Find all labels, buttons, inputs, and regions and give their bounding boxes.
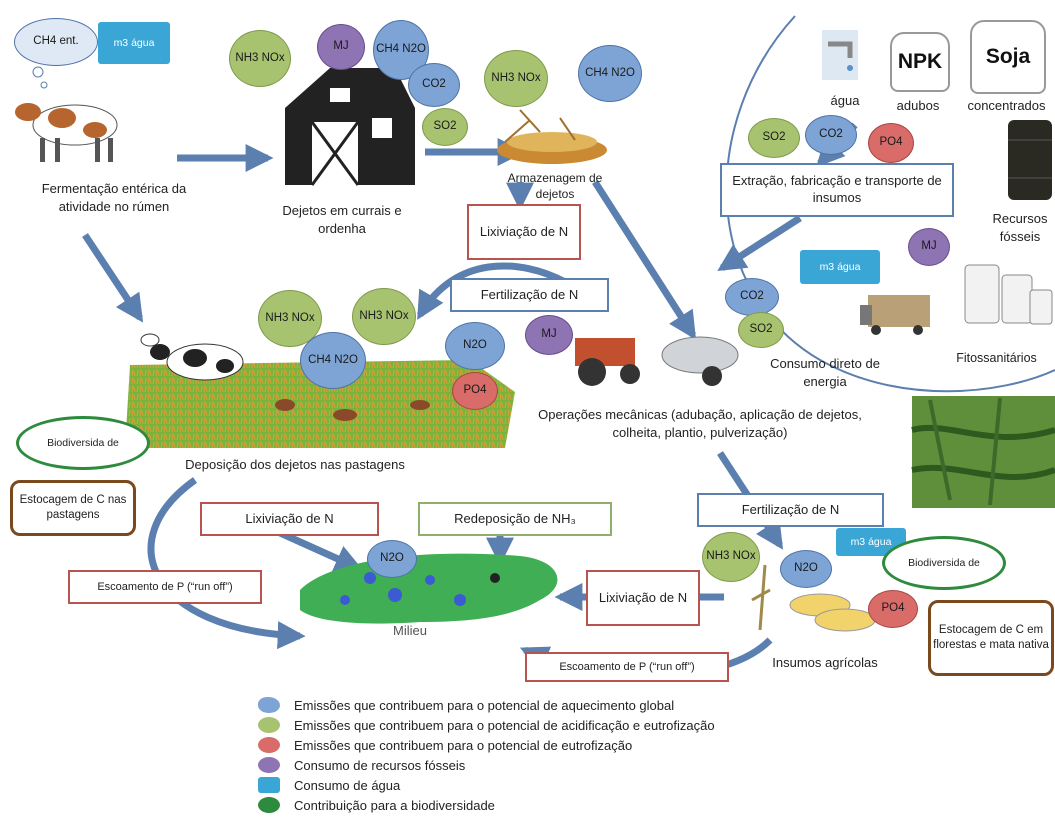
legend-label: Consumo de recursos fósseis: [294, 757, 466, 773]
legend-item: Consumo de água: [258, 775, 400, 795]
biodiversity-right: Biodiversida de: [882, 536, 1006, 590]
legend-swatch-biodiversity: [258, 797, 280, 813]
label-storage: Armazenagem de dejetos: [507, 171, 603, 202]
barn-illustration: [285, 68, 415, 186]
legend-label: Contribuição para a biodiversidade: [294, 797, 495, 813]
legend-swatch-red: [258, 737, 280, 753]
bubble-milieu-n2o: N2O: [367, 540, 417, 578]
bubble-inputs-po4: PO4: [868, 590, 918, 628]
label-pasture: Deposição dos dejetos nas pastagens: [185, 457, 405, 472]
bubble-pasture-nh3-b: NH3 NOx: [352, 288, 416, 345]
arrow-lix2-to-milieu: [276, 528, 364, 572]
bubble-barn-nh3: NH3 NOx: [229, 30, 291, 87]
arrow-enteric-to-pasture: [82, 233, 144, 323]
tractor-illustration: [575, 336, 739, 386]
bubble-energy-so2: SO2: [738, 312, 784, 348]
bubble-energy-co2: CO2: [725, 278, 779, 316]
tap-illustration: [822, 30, 858, 80]
bubble-barn-so2: SO2: [422, 108, 468, 146]
bubble-storage-ch4: CH4 N2O: [578, 45, 642, 102]
water-bubble-1: m3 água: [98, 22, 170, 64]
arrow-fert-loop: [416, 262, 567, 320]
bubble-extraction-so2: SO2: [748, 118, 800, 158]
legend-swatch-green: [258, 717, 280, 733]
thought-tails: [32, 66, 48, 89]
bubble-barn-ch4: CH4 N2O: [373, 20, 429, 80]
landscape-photo: [911, 396, 1055, 508]
soja-sack: Soja: [970, 20, 1046, 94]
label-water-tap: água: [830, 93, 860, 108]
bubble-extraction-co2: CO2: [805, 115, 857, 155]
box-lixiviacao-1: Lixiviação de N: [467, 204, 581, 260]
legend-swatch-blue: [258, 697, 280, 713]
label-milieu: Milieu: [393, 623, 427, 638]
cow-illustration: [15, 103, 118, 162]
legend-label: Emissões que contribuem para o potencial…: [294, 737, 633, 753]
legend-item: Emissões que contribuem para o potencial…: [258, 735, 632, 755]
box-fertilizacao-1: Fertilização de N: [450, 278, 609, 312]
inputs-circle: [725, 15, 1055, 393]
bubble-pasture-po4: PO4: [452, 372, 498, 410]
bubble-pasture-ch4: CH4 N2O: [300, 332, 366, 389]
label-adubos: adubos: [896, 98, 940, 113]
oil-barrel-illustration: [1008, 120, 1052, 200]
label-enteric: Fermentação entérica da atividade no rúm…: [41, 181, 187, 214]
bubble-ch4-enteric: CH4 ent.: [14, 18, 98, 66]
legend-item: Emissões que contribuem para o potencial…: [258, 695, 674, 715]
box-runoff-1: Escoamento de P (“run off”): [68, 570, 262, 604]
label-direct-energy: Consumo direto de energia: [770, 356, 880, 389]
arrow-storage-to-mechanical: [592, 180, 697, 340]
pasture-illustration: [125, 333, 515, 448]
label-agri-inputs: Insumos agrícolas: [772, 655, 878, 670]
label-phyto: Fitossanitários: [956, 351, 1037, 365]
label-barn: Dejetos em currais e ordenha: [282, 203, 402, 236]
biodiversity-left: Biodiversida de: [16, 416, 150, 470]
truck-illustration: [860, 295, 930, 335]
box-extraction: Extração, fabricação e transporte de ins…: [720, 163, 954, 217]
legend-item: Consumo de recursos fósseis: [258, 755, 465, 775]
legend-label: Emissões que contribuem para o potencial…: [294, 717, 715, 733]
bubble-extraction-mj: MJ: [908, 228, 950, 266]
box-redeposicao: Redeposição de NH₃: [418, 502, 612, 536]
bubble-inputs-nh3: NH3 NOx: [702, 532, 760, 582]
carbon-pasture-box: Estocagem de C nas pastagens: [10, 480, 136, 536]
carbon-forest-box: Estocagem de C em florestas e mata nativ…: [928, 600, 1054, 676]
bubble-inputs-n2o: N2O: [780, 550, 832, 588]
water-bubble-2: m3 água: [800, 250, 880, 284]
legend-label: Consumo de água: [294, 777, 401, 793]
arrow-extraction-to-energy: [717, 215, 802, 272]
bubble-pasture-mj: MJ: [525, 315, 573, 355]
storage-illustration: [497, 109, 607, 164]
box-fertilizacao-2: Fertilização de N: [697, 493, 884, 527]
bubble-barn-co2: CO2: [408, 63, 460, 107]
legend-swatch-water: [258, 777, 280, 793]
bubble-pasture-n2o: N2O: [445, 322, 505, 370]
bubble-extraction-po4: PO4: [868, 123, 914, 163]
legend-swatch-purple: [258, 757, 280, 773]
box-lixiviacao-3: Lixiviação de N: [586, 570, 700, 626]
label-mechanical: Operações mecânicas (adubação, aplicação…: [538, 407, 862, 440]
label-fossil-resources: Recursos fósseis: [992, 211, 1048, 244]
npk-sack: NPK: [890, 32, 950, 92]
corn-illustration: [751, 564, 876, 632]
milieu-illustration: [300, 553, 558, 624]
label-concentrados: concentrados: [967, 98, 1046, 113]
legend-item: Contribuição para a biodiversidade: [258, 795, 495, 815]
box-runoff-2: Escoamento de P (“run off”): [525, 652, 729, 682]
phyto-bottles-illustration: [964, 264, 1053, 325]
legend-item: Emissões que contribuem para o potencial…: [258, 715, 715, 735]
legend-label: Emissões que contribuem para o potencial…: [294, 697, 675, 713]
bubble-barn-mj: MJ: [317, 24, 365, 70]
box-lixiviacao-2: Lixiviação de N: [200, 502, 379, 536]
bubble-storage-nh3: NH3 NOx: [484, 50, 548, 107]
